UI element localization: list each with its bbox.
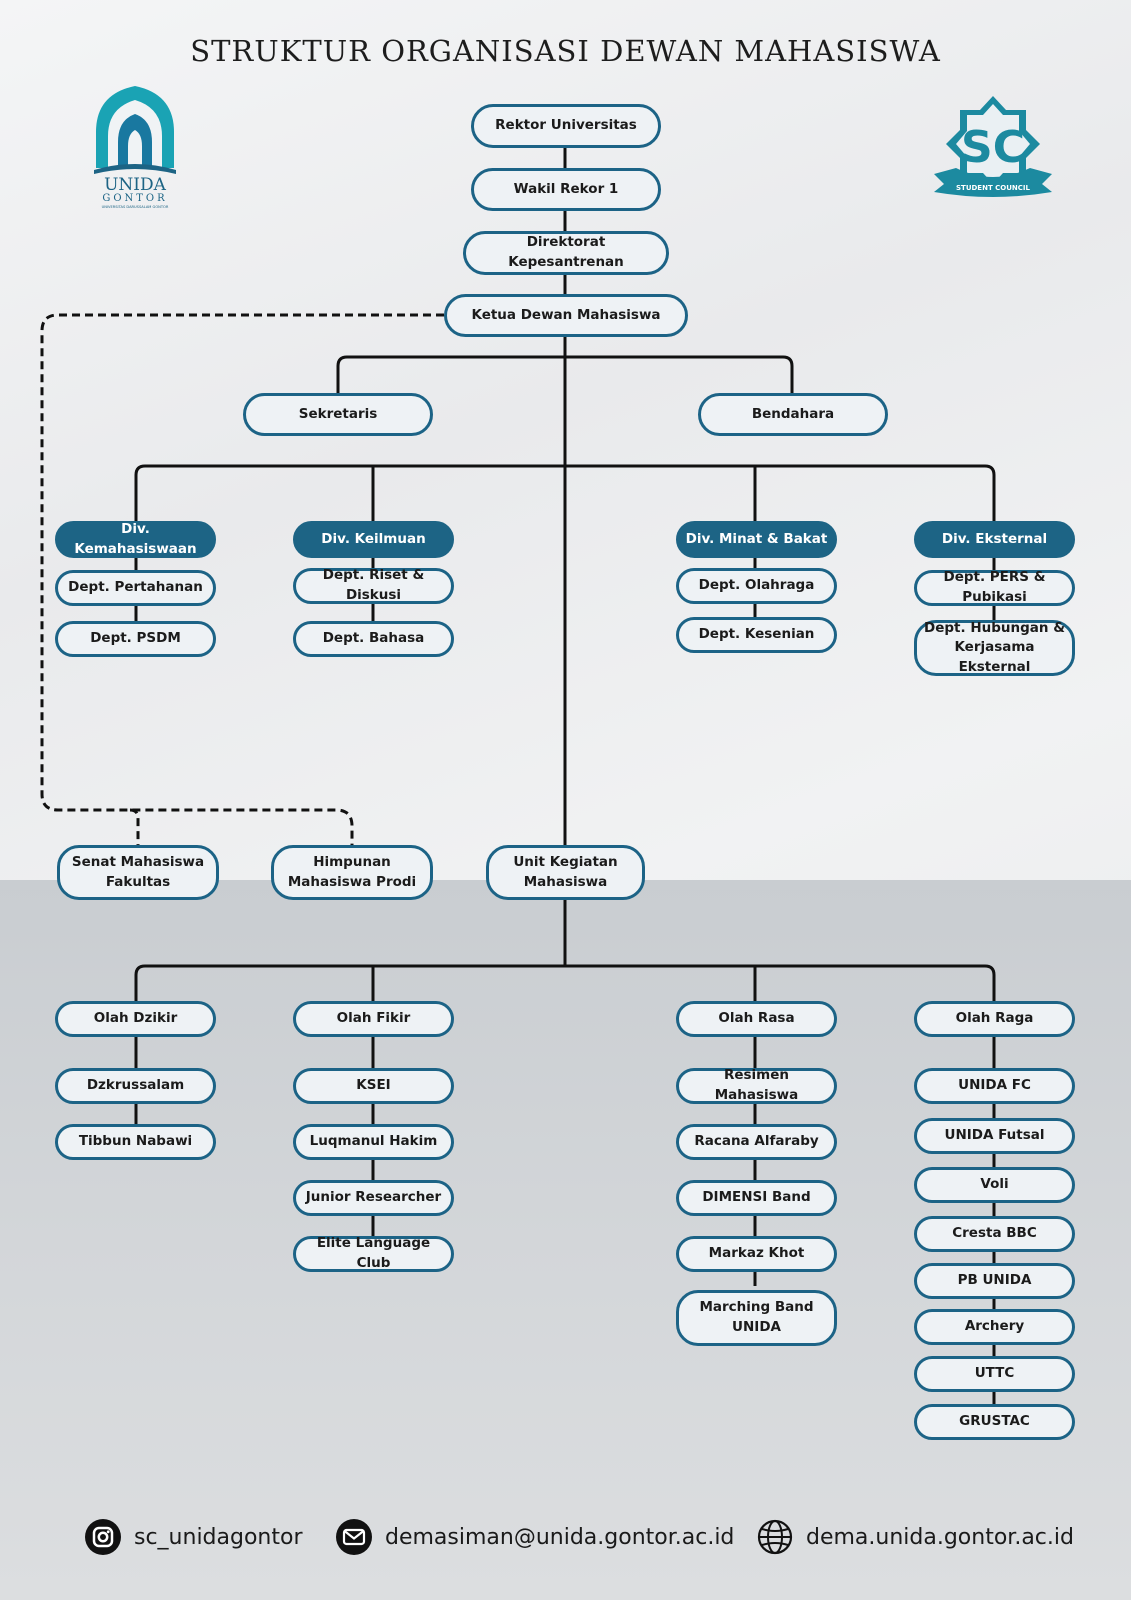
node-uttc: UTTC — [914, 1356, 1075, 1392]
node-junior-researcher: Junior Researcher — [293, 1180, 454, 1216]
node-dept-riset: Dept. Riset & Diskusi — [293, 567, 454, 604]
connector-line — [134, 964, 996, 1002]
node-direktorat: Direktorat Kepesantrenan — [463, 231, 669, 275]
node-unida-futsal: UNIDA Futsal — [914, 1118, 1075, 1154]
node-elite-language-club: Elite Language Club — [293, 1235, 454, 1272]
dashed-coordination-line — [40, 313, 444, 846]
node-ukm: Unit Kegiatan Mahasiswa — [486, 845, 645, 900]
node-dept-psdm: Dept. PSDM — [55, 621, 216, 657]
node-marching-band: Marching Band UNIDA — [676, 1290, 837, 1346]
node-voli: Voli — [914, 1167, 1075, 1203]
footer-instagram[interactable]: sc_unidagontor — [84, 1517, 303, 1557]
node-himpunan: Himpunan Mahasiswa Prodi — [271, 845, 433, 900]
unida-emblem-icon: UNIDA GONTOR UNIVERSITAS DARUSSALAM GONT… — [94, 86, 176, 209]
node-dept-pers: Dept. PERS & Pubikasi — [914, 569, 1075, 606]
node-tibbun-nabawi: Tibbun Nabawi — [55, 1124, 216, 1160]
node-grustac: GRUSTAC — [914, 1404, 1075, 1440]
student-council-logo-text: SC — [961, 122, 1025, 173]
node-dept-kesenian: Dept. Kesenian — [676, 617, 837, 653]
node-dept-olahraga: Dept. Olahraga — [676, 568, 837, 604]
node-div-minat-bakat: Div. Minat & Bakat — [676, 521, 837, 558]
node-wakil-rektor: Wakil Rekor 1 — [471, 168, 661, 211]
node-olah-raga: Olah Raga — [914, 1001, 1075, 1037]
node-rektor: Rektor Universitas — [471, 104, 661, 148]
connector-line — [336, 355, 794, 393]
globe-icon — [757, 1519, 793, 1555]
student-council-emblem-icon: SC STUDENT COUNCIL — [934, 96, 1052, 197]
node-archery: Archery — [914, 1309, 1075, 1345]
node-unida-fc: UNIDA FC — [914, 1068, 1075, 1104]
footer-website[interactable]: dema.unida.gontor.ac.id — [756, 1517, 1074, 1557]
footer-website-url: dema.unida.gontor.ac.id — [806, 1524, 1074, 1550]
node-pb-unida: PB UNIDA — [914, 1263, 1075, 1299]
node-div-keilmuan: Div. Keilmuan — [293, 521, 454, 558]
node-div-eksternal: Div. Eksternal — [914, 521, 1075, 558]
node-dzkrussalam: Dzkrussalam — [55, 1068, 216, 1104]
student-council-logo: SC STUDENT COUNCIL — [930, 94, 1056, 202]
unida-logo: UNIDA GONTOR UNIVERSITAS DARUSSALAM GONT… — [88, 84, 182, 212]
footer-email[interactable]: demasiman@unida.gontor.ac.id — [335, 1517, 734, 1557]
node-cresta-bbc: Cresta BBC — [914, 1216, 1075, 1252]
unida-logo-subtext: GONTOR — [102, 193, 167, 204]
unida-logo-smalltext: UNIVERSITAS DARUSSALAM GONTOR — [102, 205, 169, 209]
unida-logo-text: UNIDA — [104, 175, 167, 195]
node-dept-pertahanan: Dept. Pertahanan — [55, 570, 216, 606]
node-markaz-khot: Markaz Khot — [676, 1236, 837, 1272]
node-luqmanul-hakim: Luqmanul Hakim — [293, 1124, 454, 1160]
node-dept-hubungan: Dept. Hubungan & Kerjasama Eksternal — [914, 620, 1075, 676]
node-ketua: Ketua Dewan Mahasiswa — [444, 294, 688, 337]
footer-email-address: demasiman@unida.gontor.ac.id — [385, 1524, 735, 1550]
node-div-kemahasiswaan: Div. Kemahasiswaan — [55, 521, 216, 558]
node-olah-rasa: Olah Rasa — [676, 1001, 837, 1037]
node-olah-fikir: Olah Fikir — [293, 1001, 454, 1037]
instagram-icon — [85, 1519, 121, 1555]
node-dimensi-band: DIMENSI Band — [676, 1180, 837, 1216]
node-sekretaris: Sekretaris — [243, 393, 433, 436]
node-dept-bahasa: Dept. Bahasa — [293, 621, 454, 657]
node-ksei: KSEI — [293, 1068, 454, 1104]
node-senat: Senat Mahasiswa Fakultas — [57, 845, 219, 900]
page-title: STRUKTUR ORGANISASI DEWAN MAHASISWA — [190, 34, 941, 68]
node-resimen-mahasiswa: Resimen Mahasiswa — [676, 1067, 837, 1104]
node-olah-dzikir: Olah Dzikir — [55, 1001, 216, 1037]
node-racana-alfaraby: Racana Alfaraby — [676, 1124, 837, 1160]
footer-instagram-handle: sc_unidagontor — [134, 1524, 303, 1550]
email-icon — [336, 1519, 372, 1555]
node-bendahara: Bendahara — [698, 393, 888, 436]
student-council-ribbon-text: STUDENT COUNCIL — [956, 184, 1031, 192]
connector-line — [134, 464, 996, 522]
